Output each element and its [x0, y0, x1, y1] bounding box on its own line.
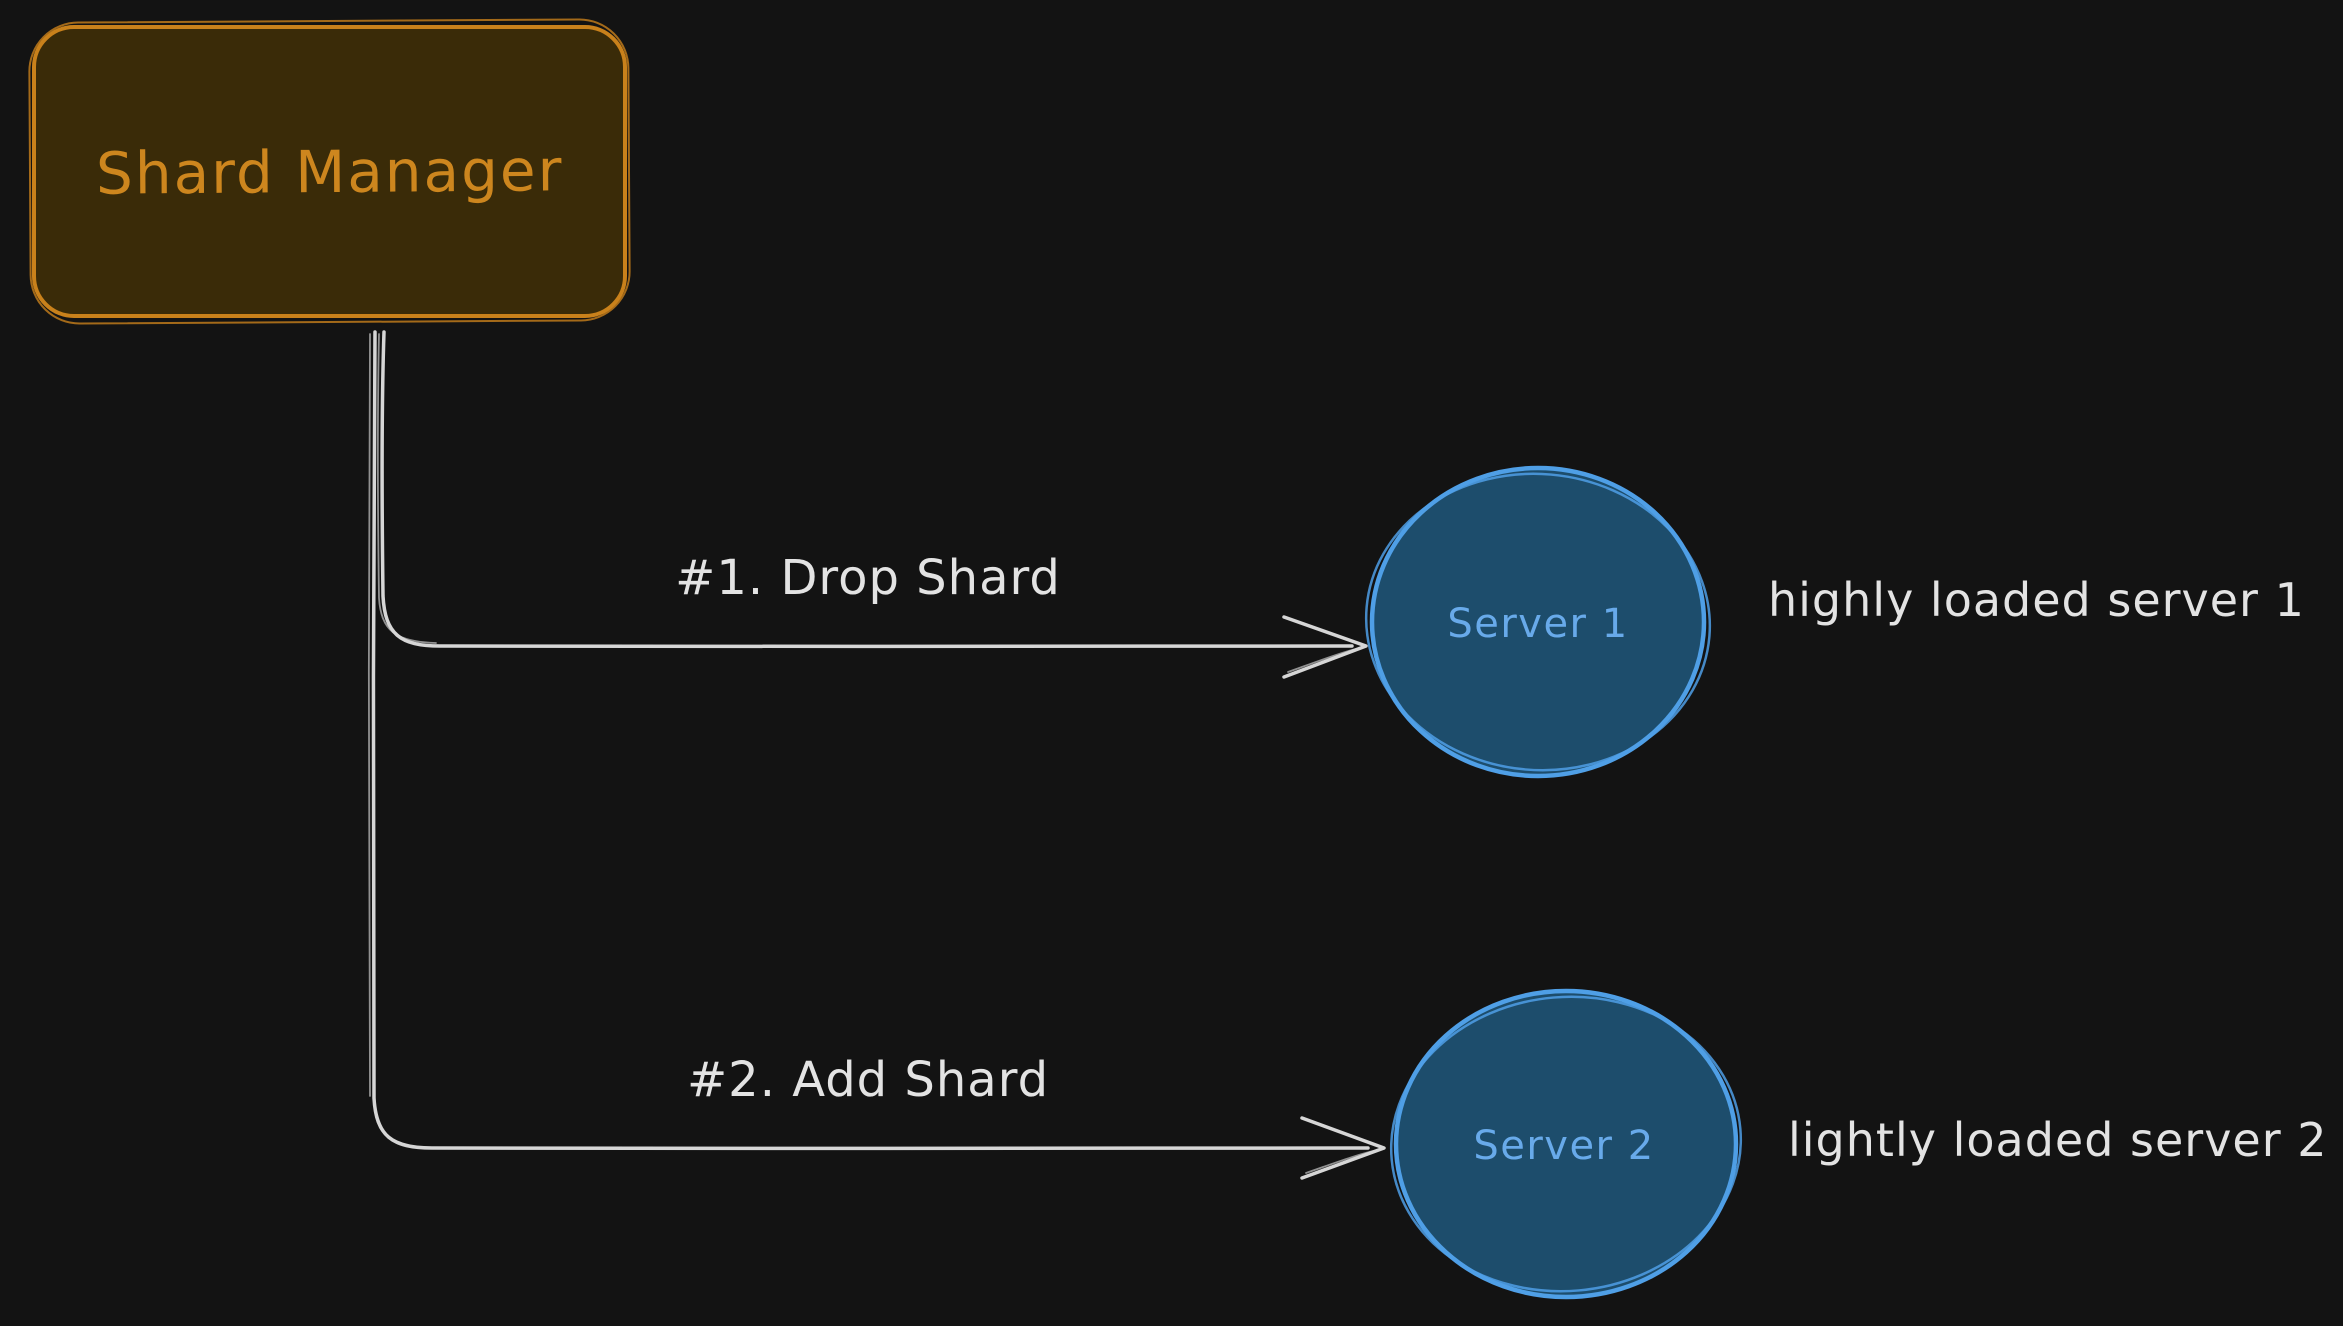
arrow-add-shard [367, 330, 1386, 1180]
server2-node [1389, 988, 1743, 1300]
server2-label: Server 2 [1473, 1123, 1655, 1169]
server1-node [1364, 465, 1712, 779]
annotation-server2: lightly loaded server 2 [1788, 1113, 2328, 1167]
shard-manager-node: Shard Manager [32, 25, 627, 318]
shard-manager-label: Shard Manager [95, 135, 564, 208]
edge-label-drop-shard: #1. Drop Shard [675, 550, 1061, 606]
arrow-drop-shard [376, 330, 1368, 679]
annotation-server1: highly loaded server 1 [1768, 573, 2305, 627]
server1-label: Server 1 [1447, 601, 1629, 647]
edge-label-add-shard: #2. Add Shard [686, 1052, 1050, 1108]
